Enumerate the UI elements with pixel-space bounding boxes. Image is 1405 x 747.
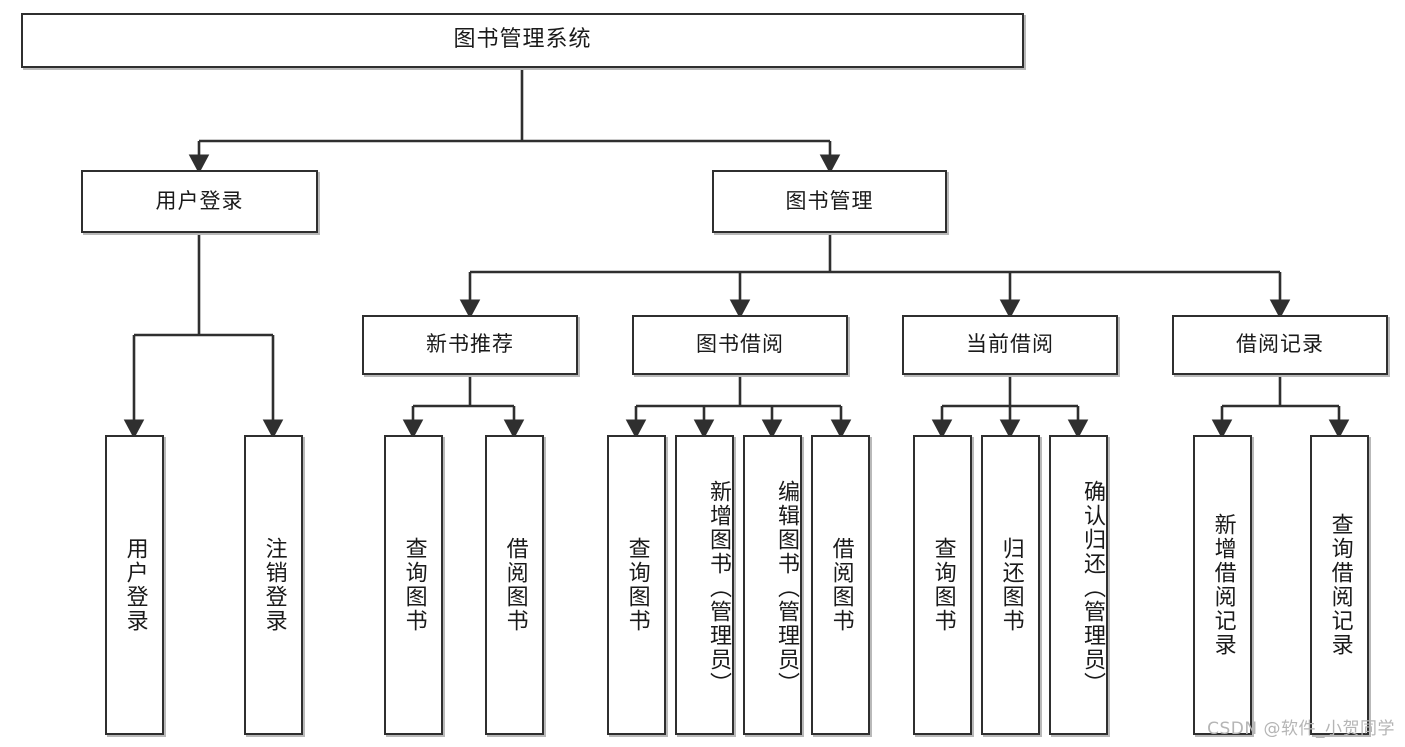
leaf-recommend-query-book[interactable]: 查询图书: [384, 435, 443, 735]
leaf-current-return-book[interactable]: 归还图书: [981, 435, 1040, 735]
node-user-login[interactable]: 用户登录: [81, 170, 318, 233]
leaf-borrow-edit-book-admin[interactable]: 编辑图书（管理员）: [743, 435, 802, 735]
leaf-current-query-book[interactable]: 查询图书: [913, 435, 972, 735]
leaf-record-query-record[interactable]: 查询借阅记录: [1310, 435, 1369, 735]
leaf-user-login-login[interactable]: 用户登录: [105, 435, 164, 735]
node-borrow-record[interactable]: 借阅记录: [1172, 315, 1388, 375]
leaf-borrow-query-book[interactable]: 查询图书: [607, 435, 666, 735]
node-current-borrow[interactable]: 当前借阅: [902, 315, 1118, 375]
leaf-record-add-record[interactable]: 新增借阅记录: [1193, 435, 1252, 735]
node-book-management[interactable]: 图书管理: [712, 170, 947, 233]
node-new-book-recommend[interactable]: 新书推荐: [362, 315, 578, 375]
leaf-recommend-borrow-book[interactable]: 借阅图书: [485, 435, 544, 735]
leaf-user-login-logout[interactable]: 注销登录: [244, 435, 303, 735]
node-book-borrow[interactable]: 图书借阅: [632, 315, 848, 375]
leaf-current-confirm-return-admin[interactable]: 确认归还（管理员）: [1049, 435, 1108, 735]
node-root-system[interactable]: 图书管理系统: [21, 13, 1024, 68]
leaf-borrow-add-book-admin[interactable]: 新增图书（管理员）: [675, 435, 734, 735]
leaf-borrow-borrow-book[interactable]: 借阅图书: [811, 435, 870, 735]
